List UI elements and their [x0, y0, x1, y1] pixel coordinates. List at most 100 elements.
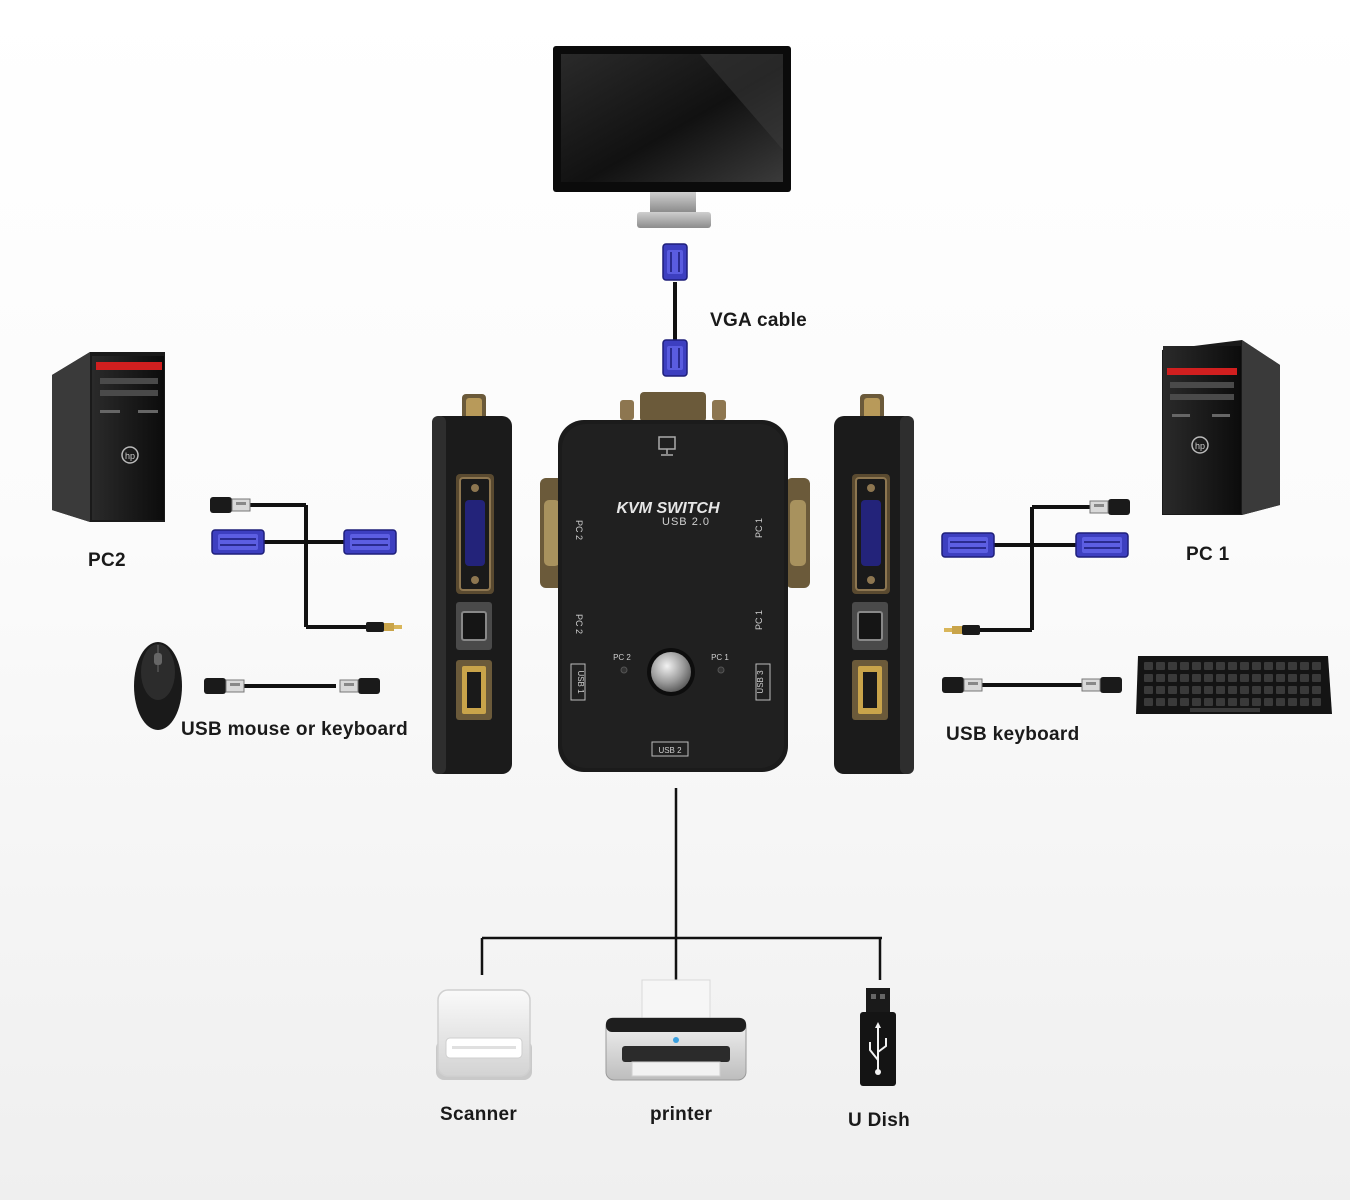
- keyboard-key: [1192, 686, 1201, 694]
- keyboard-key: [1300, 698, 1309, 706]
- keyboard-key: [1252, 662, 1261, 670]
- keyboard-key: [1192, 662, 1201, 670]
- keyboard-key: [1312, 698, 1321, 706]
- device-label-pc2-usb: PC 2: [574, 614, 584, 634]
- keyboard-key: [1288, 662, 1297, 670]
- switch-left-side-panel: [432, 394, 512, 774]
- usb-mouse-or-keyboard-label: USB mouse or keyboard: [181, 719, 408, 740]
- keyboard-key: [1204, 698, 1213, 706]
- keyboard-key: [1228, 698, 1237, 706]
- keyboard-key: [1312, 674, 1321, 682]
- keyboard-key: [1180, 674, 1189, 682]
- keyboard-key: [1204, 662, 1213, 670]
- keyboard-key: [1144, 674, 1153, 682]
- keyboard-key: [1180, 698, 1189, 706]
- keyboard-key: [1216, 674, 1225, 682]
- keyboard-key: [1264, 686, 1273, 694]
- keyboard-key: [1252, 698, 1261, 706]
- scanner-label: Scanner: [440, 1104, 518, 1125]
- keyboard-key: [1192, 674, 1201, 682]
- switch-right-side-panel: [834, 394, 914, 774]
- usb-device-tree: [480, 788, 882, 980]
- keyboard-key: [1228, 674, 1237, 682]
- usb-cable-right: [941, 676, 1123, 694]
- pc2-label: PC2: [88, 550, 126, 571]
- pc2-cable-bundle: [209, 496, 402, 632]
- keyboard-key: [1276, 674, 1285, 682]
- keyboard-key: [1168, 662, 1177, 670]
- keyboard-key: [1252, 686, 1261, 694]
- keyboard-key: [1288, 686, 1297, 694]
- keyboard-key: [1240, 674, 1249, 682]
- printer-label: printer: [650, 1104, 713, 1125]
- keyboard-key: [1168, 686, 1177, 694]
- svg-text:hp: hp: [125, 451, 135, 461]
- monitor-icon: [553, 46, 791, 228]
- keyboard-key: [1228, 686, 1237, 694]
- switch-button: [651, 652, 691, 692]
- keyboard-key: [1240, 686, 1249, 694]
- keyboard-key: [1300, 686, 1309, 694]
- device-label-usb1: USB 1: [576, 670, 585, 694]
- device-label-usb2: USB 2: [658, 746, 682, 755]
- usb-keyboard-label: USB keyboard: [946, 724, 1080, 745]
- keyboard-key: [1180, 662, 1189, 670]
- keyboard-key: [1156, 686, 1165, 694]
- keyboard-key: [1144, 662, 1153, 670]
- vga-cable-icon: [662, 243, 688, 377]
- device-subtitle: USB 2.0: [662, 516, 710, 528]
- keyboard-key: [1204, 674, 1213, 682]
- keyboard-key: [1156, 674, 1165, 682]
- keyboard-key: [1156, 698, 1165, 706]
- keyboard-key: [1180, 686, 1189, 694]
- keyboard-key: [1276, 698, 1285, 706]
- pc1-label: PC 1: [1186, 544, 1230, 565]
- svg-text:hp: hp: [1195, 441, 1205, 451]
- keyboard-key: [1276, 686, 1285, 694]
- keyboard-key: [1156, 662, 1165, 670]
- printer-icon: [605, 979, 747, 1081]
- keyboard-key: [1216, 698, 1225, 706]
- keyboard-key: [1240, 698, 1249, 706]
- keyboard-key: [1168, 698, 1177, 706]
- device-label-pc2-vga: PC 2: [574, 520, 584, 540]
- keyboard-key: [1264, 698, 1273, 706]
- keyboard-key: [1312, 686, 1321, 694]
- device-label-usb3: USB 3: [756, 670, 765, 694]
- keyboard-key: [1264, 662, 1273, 670]
- keyboard-key: [1204, 686, 1213, 694]
- keyboard-key: [1240, 662, 1249, 670]
- kvm-switch-device: KVM SWITCH USB 2.0 PC 2 PC 2 PC 1 PC 1 U…: [540, 392, 810, 772]
- keyboard-key: [1216, 686, 1225, 694]
- vga-cable-label: VGA cable: [710, 310, 808, 331]
- keyboard-icon: [1136, 656, 1332, 714]
- device-led-label-pc2: PC 2: [613, 653, 631, 662]
- keyboard-key: [1144, 686, 1153, 694]
- keyboard-key: [1168, 674, 1177, 682]
- keyboard-spacebar: [1190, 708, 1260, 712]
- pc-tower-icon-pc1: hp: [1162, 340, 1280, 515]
- keyboard-key: [1288, 698, 1297, 706]
- pc1-cable-bundle: [941, 498, 1131, 635]
- device-label-pc1-vga: PC 1: [754, 518, 764, 538]
- keyboard-key: [1312, 662, 1321, 670]
- keyboard-key: [1216, 662, 1225, 670]
- keyboard-key: [1288, 674, 1297, 682]
- keyboard-key: [1252, 674, 1261, 682]
- device-label-pc1-usb: PC 1: [754, 610, 764, 630]
- keyboard-key: [1192, 698, 1201, 706]
- usb-flash-drive-icon: [860, 988, 896, 1086]
- keyboard-key: [1264, 674, 1273, 682]
- usb-cable-left: [203, 677, 381, 695]
- keyboard-key: [1300, 662, 1309, 670]
- pc-tower-icon-pc2: hp: [52, 352, 165, 522]
- keyboard-key: [1300, 674, 1309, 682]
- keyboard-key: [1228, 662, 1237, 670]
- scanner-icon: [436, 989, 532, 1080]
- device-led-label-pc1: PC 1: [711, 653, 729, 662]
- mouse-icon: [134, 642, 182, 730]
- u-dish-label: U Dish: [848, 1110, 910, 1131]
- keyboard-key: [1144, 698, 1153, 706]
- keyboard-key: [1276, 662, 1285, 670]
